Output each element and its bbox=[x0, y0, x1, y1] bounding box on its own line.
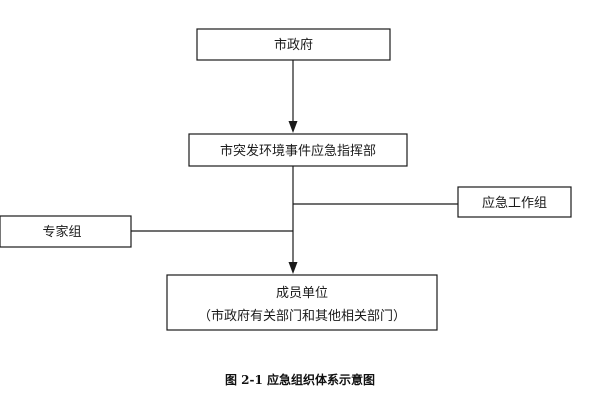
figure-caption: 图 2-1 应急组织体系示意图 bbox=[225, 372, 375, 387]
label-member-units: 成员单位 bbox=[276, 286, 328, 301]
label-member-units-note: （市政府有关部门和其他相关部门） bbox=[198, 308, 406, 324]
label-city-government: 市政府 bbox=[274, 37, 313, 53]
arrowhead-command bbox=[288, 121, 298, 133]
box-city-government bbox=[196, 28, 391, 61]
label-emergency-command: 市突发环境事件应急指挥部 bbox=[220, 143, 376, 159]
box-emergency-command bbox=[188, 133, 408, 167]
box-expert-group bbox=[0, 215, 132, 248]
label-expert-group: 专家组 bbox=[42, 224, 81, 240]
box-emergency-work-group bbox=[457, 186, 572, 218]
label-emergency-work-group: 应急工作组 bbox=[482, 195, 547, 211]
box-member-units bbox=[166, 274, 438, 331]
arrowhead-members bbox=[288, 262, 298, 274]
